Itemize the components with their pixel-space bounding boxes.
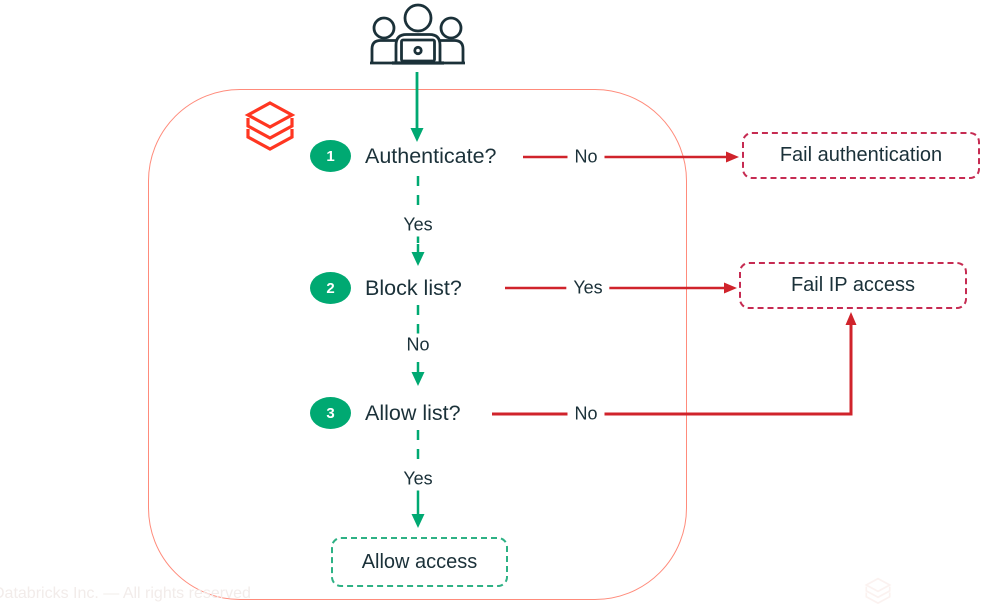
outcome-allow-access: Allow access [331,537,508,587]
edge-label-step1-yes: Yes [396,213,440,237]
step-authenticate: 1 Authenticate? [310,140,497,172]
step-block-list: 2 Block list? [310,272,462,304]
edge-label-step1-no: No [567,145,605,169]
step-2-number: 2 [326,279,335,297]
step-3-question: Allow list? [365,400,461,425]
edge-label-step3-yes: Yes [396,467,440,491]
outcome-fail-ip-access: Fail IP access [739,262,967,309]
edge-label-step2-yes: Yes [566,276,610,300]
step-2-badge: 2 [310,272,351,304]
edge-label-step3-no: No [567,402,605,426]
outcome-fail-authentication: Fail authentication [742,132,980,179]
databricks-logo-watermark [860,577,896,609]
outcome-fail-authentication-label: Fail authentication [779,144,943,166]
step-3-number: 3 [326,404,335,422]
outcome-allow-access-label: Allow access [361,550,478,573]
users-at-laptop-icon [355,2,480,65]
copyright-watermark: Databricks Inc. — All rights reserved [0,585,251,602]
step-1-number: 1 [326,147,335,165]
step-3-badge: 3 [310,397,351,429]
arrow-step3-no [492,312,857,416]
step-1-badge: 1 [310,140,351,172]
databricks-logo-icon [243,100,297,160]
edge-label-step2-no: No [399,333,437,357]
step-1-question: Authenticate? [365,143,497,168]
step-allow-list: 3 Allow list? [310,397,461,429]
outcome-fail-ip-access-label: Fail IP access [790,274,916,296]
step-2-question: Block list? [365,275,462,300]
